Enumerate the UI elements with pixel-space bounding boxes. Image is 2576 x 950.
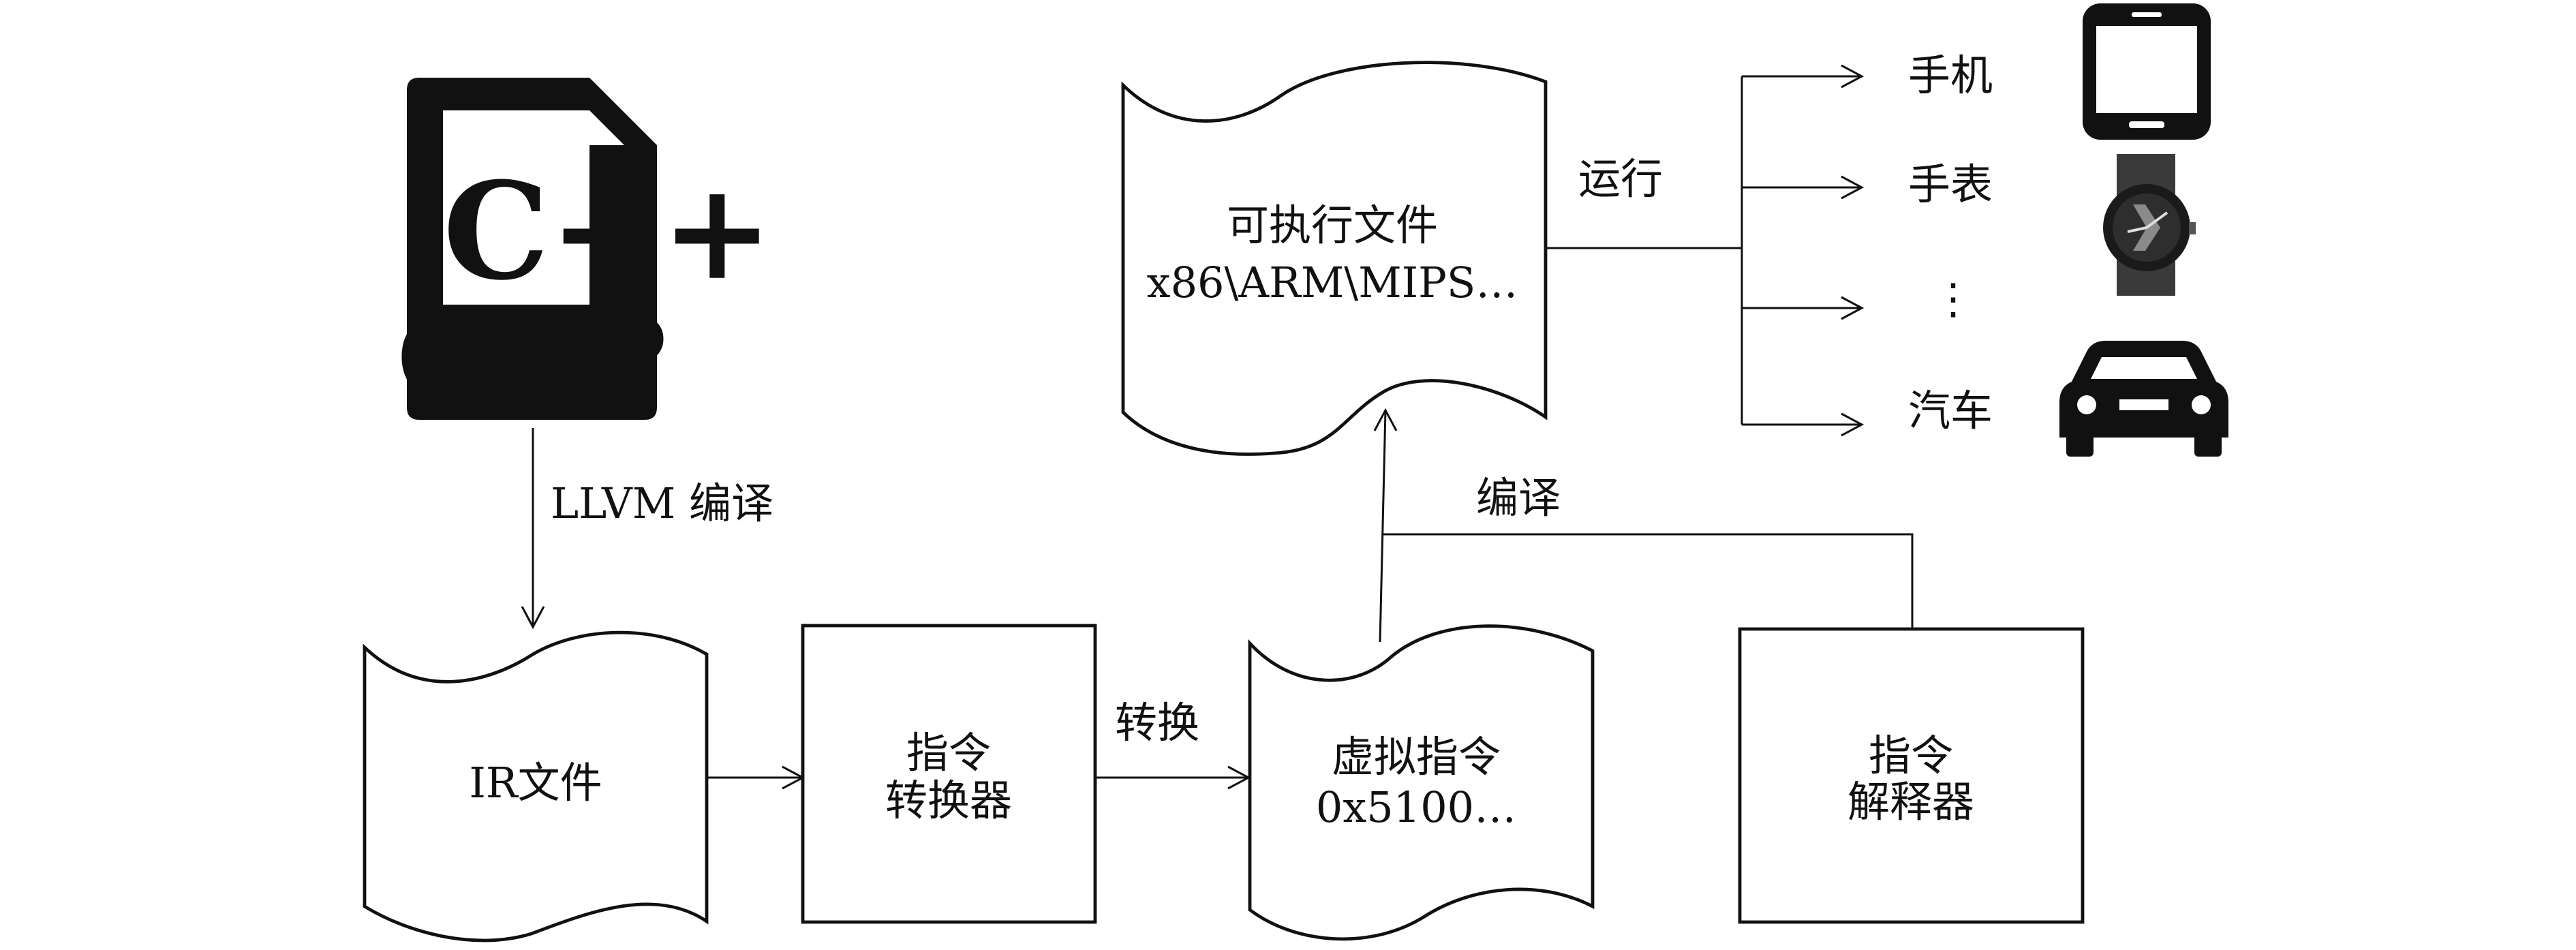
ir-file-node: IR文件 (363, 630, 709, 943)
edge-label-convert: 转换 (1115, 698, 1199, 748)
edge-label-llvm-compile: LLVM 编译 (551, 478, 773, 528)
ir-file-label: IR文件 (469, 758, 602, 808)
cpp-file-icon: C++ CPP (397, 78, 773, 427)
cpp-icon-extension: CPP (397, 289, 666, 427)
watch-icon (2103, 154, 2196, 296)
executable-label-line1: 可执行文件 (1227, 200, 1438, 250)
interpreter-node: 指令 解释器 (1738, 627, 2085, 924)
virtual-instruction-node: 虚拟指令 0x5100… (1248, 624, 1595, 941)
edge-label-run: 运行 (1578, 154, 1663, 204)
executable-label-line2: x86\ARM\MIPS… (1147, 258, 1518, 307)
target-label-ellipsis: ⋮ (1932, 274, 1974, 324)
target-label-watch: 手表 (1908, 159, 1993, 209)
edge-ir-to-converter (708, 765, 806, 790)
target-label-car: 汽车 (1908, 386, 1993, 435)
virtual-instruction-line2: 0x5100… (1316, 782, 1516, 832)
interpreter-label-line1: 指令 (1869, 731, 1953, 780)
executable-node: 可执行文件 x86\ARM\MIPS… (1121, 61, 1548, 456)
converter-label-line2: 转换器 (885, 776, 1012, 825)
edge-llvm-compile: LLVM 编译 (521, 428, 773, 630)
virtual-instruction-line1: 虚拟指令 (1332, 732, 1501, 782)
converter-label-line1: 指令 (906, 728, 991, 778)
target-label-phone: 手机 (1908, 50, 1993, 100)
converter-node: 指令 转换器 (801, 624, 1097, 924)
car-icon (2059, 341, 2228, 457)
edge-run: 运行 (1547, 64, 1865, 437)
edge-label-compile: 编译 (1476, 473, 1561, 523)
cpp-icon-badge: C++ (443, 153, 773, 310)
edge-compile: 编译 (1373, 408, 1914, 643)
phone-icon (2083, 3, 2211, 140)
edge-convert: 转换 (1097, 698, 1251, 790)
interpreter-label-line2: 解释器 (1847, 777, 1974, 827)
